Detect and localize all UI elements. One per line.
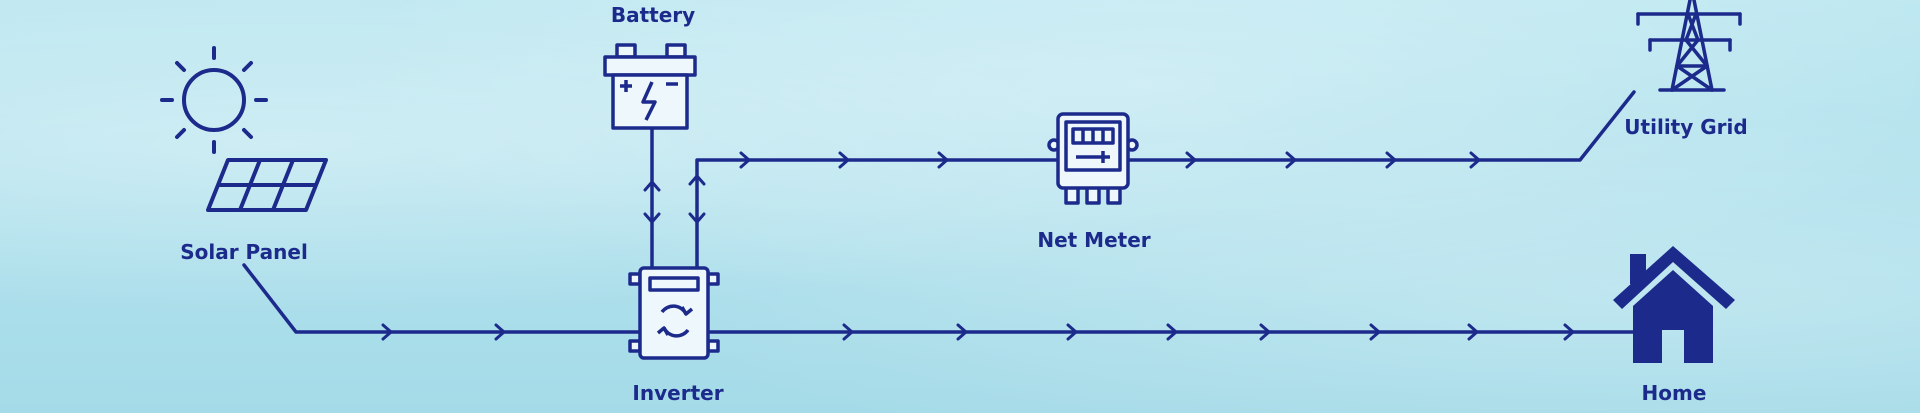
flow-arrow [1385, 151, 1397, 169]
flow-arrow [1563, 323, 1575, 341]
flow-arrow [1185, 151, 1197, 169]
flow-arrow [1369, 323, 1381, 341]
sun-icon [160, 46, 268, 154]
home-label: Home [1641, 381, 1707, 405]
flow-arrow [494, 323, 506, 341]
solar-panel-icon [206, 158, 328, 212]
house-icon [1613, 246, 1735, 363]
battery-label: Battery [610, 3, 696, 27]
flow-arrow [1467, 323, 1479, 341]
flow-arrow [956, 323, 968, 341]
flow-arrow-up [688, 174, 706, 186]
flow-arrow [381, 323, 393, 341]
flow-arrow [937, 151, 949, 169]
flow-arrow-down [643, 212, 661, 224]
connection-solar-to-inverter [242, 263, 642, 334]
inverter-icon [628, 266, 720, 360]
flow-arrow [1285, 151, 1297, 169]
battery-icon [603, 43, 697, 130]
flow-arrow [838, 151, 850, 169]
flow-arrow [1066, 323, 1078, 341]
net-meter-label: Net Meter [1037, 228, 1151, 252]
net-meter-icon [1047, 112, 1139, 205]
flow-arrow [739, 151, 751, 169]
flow-arrow-up [643, 180, 661, 192]
flow-arrow [842, 323, 854, 341]
inverter-label: Inverter [632, 381, 724, 405]
solar-panel-label: Solar Panel [180, 240, 308, 264]
connection-inverter-to-net-meter [695, 158, 1060, 272]
utility-grid-label: Utility Grid [1624, 115, 1748, 139]
flow-arrow [1259, 323, 1271, 341]
connection-net-meter-to-grid [1126, 90, 1636, 162]
flow-arrow [1166, 323, 1178, 341]
flow-arrow-down [688, 212, 706, 224]
transmission-tower-icon [1636, 0, 1742, 92]
flow-arrow [1469, 151, 1481, 169]
